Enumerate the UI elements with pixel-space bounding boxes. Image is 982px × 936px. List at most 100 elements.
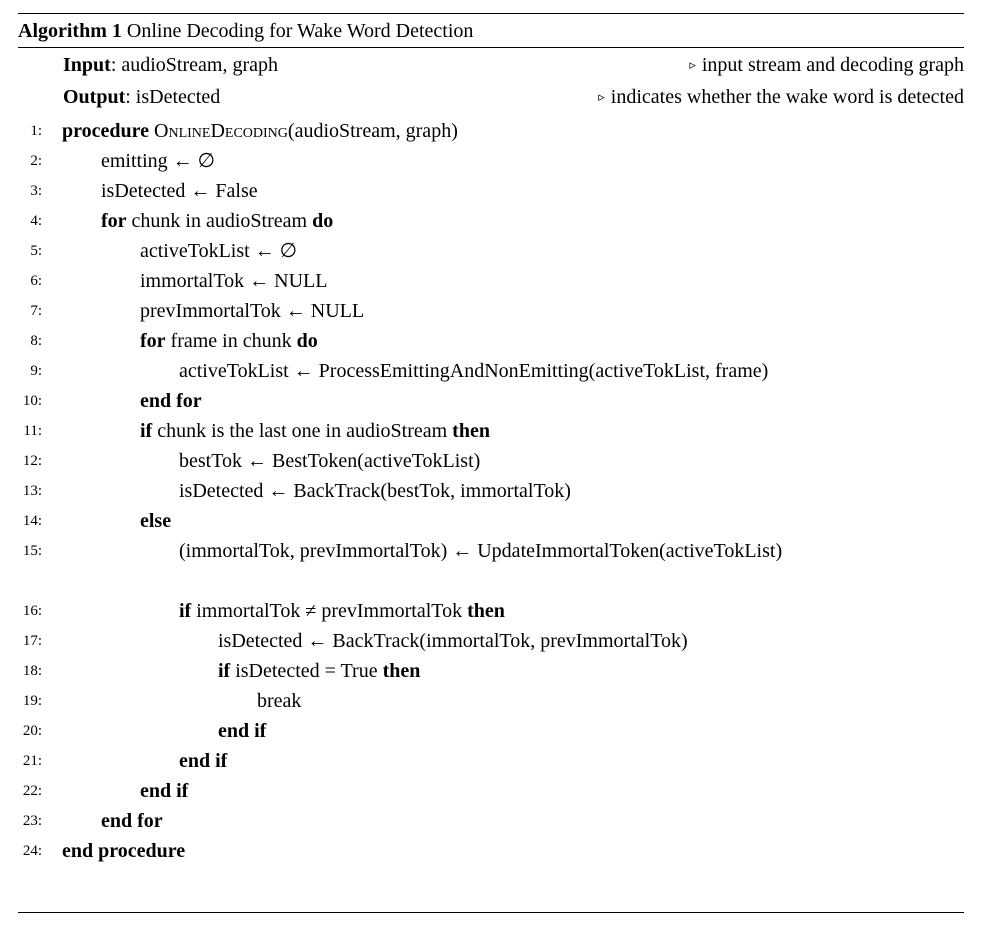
input-comment-text: input stream and decoding graph — [701, 54, 964, 76]
line-number: 23: — [22, 813, 42, 829]
algorithm-line: 2:emitting ← ∅ — [18, 146, 964, 176]
line-number: 6: — [30, 273, 42, 289]
line-number: 12: — [22, 453, 42, 469]
keyword: then — [452, 420, 490, 442]
code-text: frame in chunk — [165, 330, 297, 352]
bottom-rule — [18, 912, 964, 913]
algorithm-line: 5: activeTokList ← ∅ — [18, 236, 964, 266]
line-code: for frame in chunk do — [140, 326, 318, 356]
keyword: if — [140, 420, 153, 442]
line-number: 16: — [22, 603, 42, 619]
top-rule — [18, 13, 964, 14]
algorithm-line: 10:end for — [18, 386, 964, 416]
keyword: then — [382, 660, 421, 682]
algorithm-line: 9: activeTokList ← ProcessEmittingAndNonE… — [18, 356, 964, 386]
code-text: isDetected = True — [230, 660, 383, 682]
code-text: chunk is the last one in audioStream — [152, 420, 453, 442]
line-code: activeTokList ← ProcessEmittingAndNonEmi… — [179, 356, 768, 386]
line-number: 9: — [30, 363, 42, 379]
line-number: 1: — [30, 123, 42, 139]
line-code: isDetected ← BackTrack(immortalTok, prev… — [218, 626, 688, 656]
output-row: Output: isDetected ▹indicates whether th… — [63, 81, 964, 113]
line-number: 5: — [30, 243, 42, 259]
algorithm-line: 11:if chunk is the last one in audioStre… — [18, 416, 964, 446]
algorithm-line: 24:end procedure — [18, 836, 964, 866]
algorithm-line: 16: if immortalTok ≠ prevImmortalTok then — [18, 596, 964, 626]
keyword: end if — [140, 780, 189, 802]
algorithm-line: 17: isDetected ← BackTrack(immortalTok, p… — [18, 626, 964, 656]
line-code: emitting ← ∅ — [101, 146, 215, 176]
caption-label: Algorithm 1 — [18, 20, 122, 42]
line-code: end for — [101, 806, 163, 836]
code-text: (immortalTok, prevImmortalTok) ← UpdateI… — [179, 540, 783, 562]
keyword: end for — [101, 810, 163, 832]
line-number: 8: — [30, 333, 42, 349]
caption-title: Online Decoding for Wake Word Detection — [126, 20, 474, 42]
line-number: 20: — [22, 723, 42, 739]
algorithm-line: 15: (immortalTok, prevImmortalTok) ← Upda… — [18, 536, 964, 566]
line-number: 4: — [30, 213, 42, 229]
algorithm-line: 22: end if — [18, 776, 964, 806]
comment-marker-icon: ▹ — [689, 57, 696, 72]
code-text: isDetected ← BackTrack(bestTok, immortal… — [179, 480, 571, 502]
algorithm-line: 14:else — [18, 506, 964, 536]
algorithm-line: 3: isDetected ← False — [18, 176, 964, 206]
line-number: 21: — [22, 753, 42, 769]
input-row: Input: audioStream, graph ▹input stream … — [63, 49, 964, 81]
code-text: activeTokList ← ∅ — [140, 240, 298, 262]
output-comment: ▹indicates whether the wake word is dete… — [598, 81, 964, 113]
line-number: 18: — [22, 663, 42, 679]
line-code: bestTok ← BestToken(activeTokList) — [179, 446, 480, 476]
line-number: 7: — [30, 303, 42, 319]
line-code: if immortalTok ≠ prevImmortalTok then — [179, 596, 505, 626]
code-text: break — [257, 690, 302, 712]
line-code: else — [140, 506, 171, 536]
code-text: immortalTok ≠ prevImmortalTok — [191, 600, 468, 622]
code-text: isDetected ← False — [101, 180, 258, 202]
keyword: else — [140, 510, 172, 532]
line-code: isDetected ← False — [101, 176, 258, 206]
keyword: if — [179, 600, 192, 622]
line-number: 3: — [30, 183, 42, 199]
line-code: procedure OnlineDecoding(audioStream, gr… — [62, 116, 458, 146]
algorithm-caption: Algorithm 1 Online Decoding for Wake Wor… — [18, 17, 473, 45]
code-text: OnlineDecoding — [154, 120, 288, 142]
caption-rule — [18, 47, 964, 48]
output-label: Output — [63, 86, 126, 108]
line-code: immortalTok ← NULL — [140, 266, 327, 296]
code-text: isDetected ← BackTrack(immortalTok, prev… — [218, 630, 688, 652]
code-text: chunk in audioStream — [126, 210, 313, 232]
input-label: Input — [63, 54, 111, 76]
code-text: immortalTok ← NULL — [140, 270, 328, 292]
output-comment-text: indicates whether the wake word is detec… — [610, 86, 964, 108]
line-number: 13: — [22, 483, 42, 499]
line-code: if chunk is the last one in audioStream … — [140, 416, 490, 446]
line-number: 10: — [22, 393, 42, 409]
line-code: for chunk in audioStream do — [101, 206, 333, 236]
line-code: break — [257, 686, 301, 716]
line-number: 15: — [22, 543, 42, 559]
algorithm-line: 20: end if — [18, 716, 964, 746]
keyword: do — [312, 210, 334, 232]
keyword: if — [218, 660, 231, 682]
keyword: do — [296, 330, 318, 352]
algorithm-line: 23: end for — [18, 806, 964, 836]
algorithm-line: 8: for frame in chunk do — [18, 326, 964, 356]
algorithm-line: 12: bestTok ← BestToken(activeTokList) — [18, 446, 964, 476]
algorithm-line: 6: immortalTok ← NULL — [18, 266, 964, 296]
code-text: prevImmortalTok ← NULL — [140, 300, 365, 322]
line-number: 22: — [22, 783, 42, 799]
code-text: bestTok ← BestToken(activeTokList) — [179, 450, 481, 472]
keyword: end procedure — [62, 840, 186, 862]
output-value: : isDetected — [125, 86, 221, 108]
keyword: for — [101, 210, 127, 232]
code-text: (audioStream, graph) — [287, 120, 458, 142]
algorithm-line: 4: for chunk in audioStream do — [18, 206, 964, 236]
line-code: (immortalTok, prevImmortalTok) ← UpdateI… — [179, 536, 782, 566]
line-code: end if — [218, 716, 266, 746]
line-code: prevImmortalTok ← NULL — [140, 296, 364, 326]
algorithm-line: 7: prevImmortalTok ← NULL — [18, 296, 964, 326]
line-number: 17: — [22, 633, 42, 649]
algorithm-line: 19:break — [18, 686, 964, 716]
code-text: emitting ← ∅ — [101, 150, 216, 172]
